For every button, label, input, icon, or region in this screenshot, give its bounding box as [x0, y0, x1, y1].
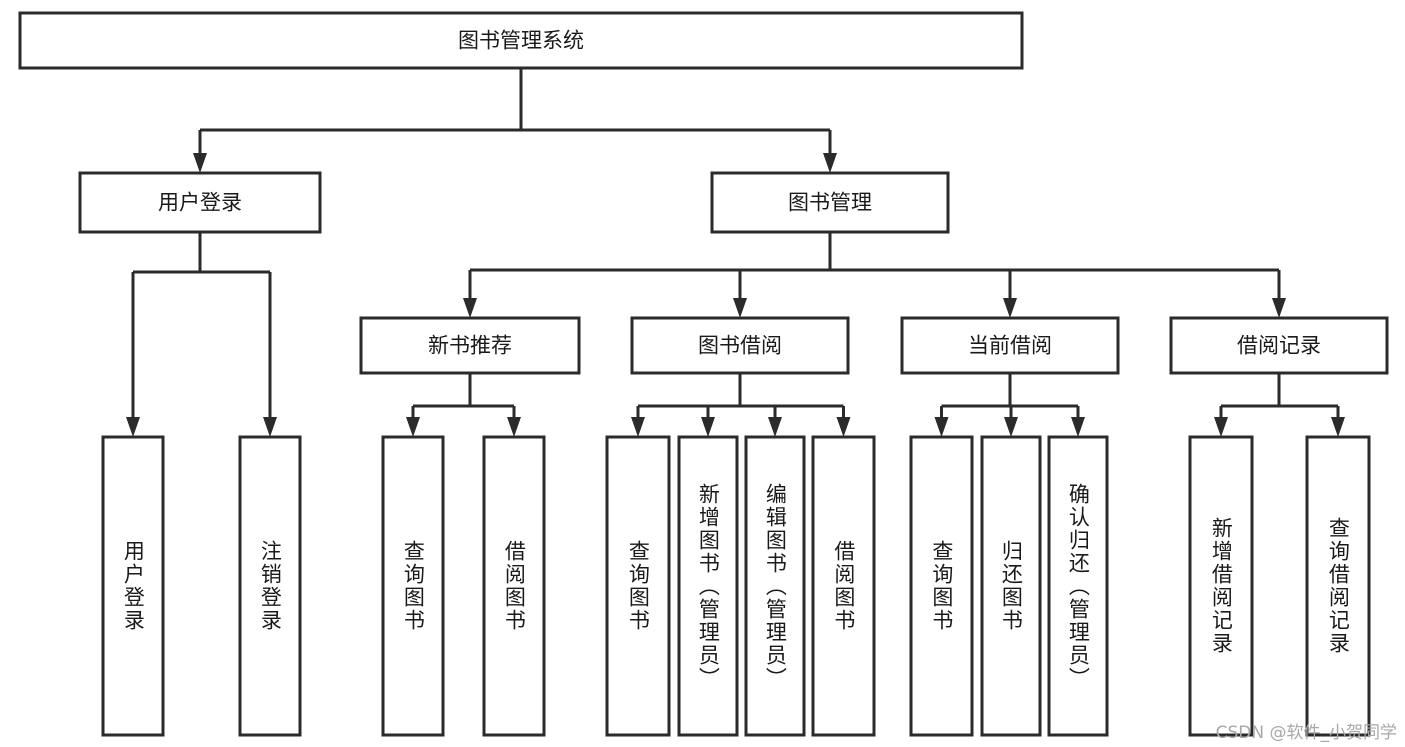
- arrow-head-icon: [836, 417, 851, 437]
- level3-node-box[interactable]: [900, 316, 1120, 375]
- level3-node-label: 借阅记录: [1237, 334, 1321, 358]
- arrow-head-icon: [701, 417, 715, 437]
- arrow-head-icon: [126, 417, 140, 437]
- leaf-node-box[interactable]: [1305, 435, 1371, 737]
- root-node-label: 图书管理系统: [458, 29, 584, 53]
- root-node-box[interactable]: [18, 11, 1024, 70]
- arrow-head-icon: [193, 153, 207, 173]
- arrow-head-icon: [823, 153, 837, 173]
- leaf-node-box[interactable]: [909, 435, 974, 737]
- arrow-head-icon: [733, 298, 747, 318]
- arrow-head-icon: [263, 417, 277, 437]
- arrow-head-icon: [1214, 417, 1228, 437]
- connector-layer: [126, 68, 1345, 437]
- arrow-head-icon: [406, 417, 420, 437]
- level2-node-box[interactable]: [710, 171, 950, 234]
- leaf-node-box[interactable]: [101, 435, 165, 737]
- arrow-head-icon: [1004, 417, 1018, 437]
- node-box-layer: [18, 11, 1389, 737]
- leaf-node-box[interactable]: [811, 435, 876, 737]
- leaf-node-box[interactable]: [605, 435, 671, 737]
- level2-node-label: 用户登录: [158, 191, 242, 215]
- watermark-text: CSDN @软件_小贺同学: [1215, 723, 1397, 743]
- level2-node-label: 图书管理: [788, 191, 872, 215]
- level3-node-box[interactable]: [630, 316, 850, 375]
- leaf-node-box[interactable]: [677, 435, 739, 737]
- arrow-head-icon: [1071, 417, 1085, 437]
- arrow-head-icon: [463, 298, 477, 318]
- leaf-node-box[interactable]: [1047, 435, 1109, 737]
- level2-node-box[interactable]: [78, 171, 322, 234]
- leaf-node-box[interactable]: [980, 435, 1042, 737]
- leaf-node-box[interactable]: [1188, 435, 1254, 737]
- level3-node-label: 当前借阅: [968, 334, 1052, 358]
- leaf-node-box[interactable]: [482, 435, 546, 737]
- arrow-head-icon: [1003, 298, 1017, 318]
- level3-node-label: 新书推荐: [428, 334, 512, 358]
- arrow-head-icon: [1272, 298, 1286, 318]
- arrow-head-icon: [631, 417, 645, 437]
- arrow-head-icon: [507, 417, 521, 437]
- level3-node-label: 图书借阅: [698, 334, 782, 358]
- level3-node-box[interactable]: [359, 316, 581, 375]
- arrow-head-icon: [934, 417, 949, 437]
- leaf-node-box[interactable]: [381, 435, 445, 737]
- arrow-head-icon: [768, 417, 782, 437]
- level3-node-box[interactable]: [1169, 316, 1389, 375]
- arrow-head-icon: [1331, 417, 1345, 437]
- leaf-node-box[interactable]: [744, 435, 806, 737]
- leaf-node-box[interactable]: [238, 435, 302, 737]
